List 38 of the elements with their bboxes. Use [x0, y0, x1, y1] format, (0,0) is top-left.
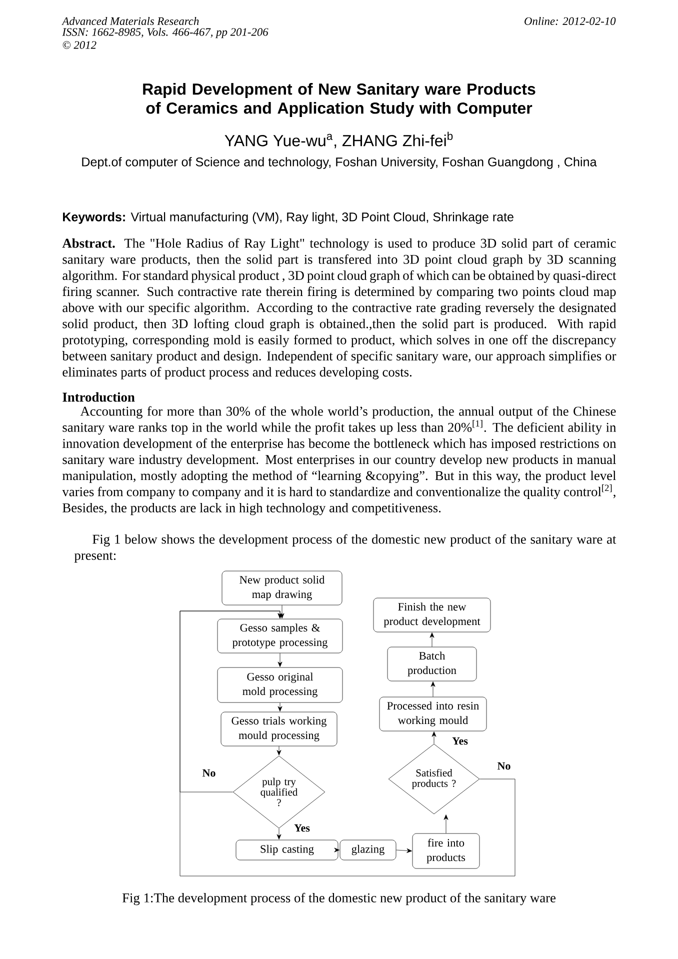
copyright-line: © 2012: [62, 41, 96, 49]
process-box: Finish the new product development: [373, 598, 491, 632]
arrow: [430, 632, 434, 647]
process-box: Batch production: [387, 646, 477, 682]
edge-label: Yes: [451, 736, 469, 746]
arrow: [444, 814, 448, 834]
arrow: [276, 828, 282, 840]
edge-label: No: [496, 761, 512, 771]
body-paragraph: Accounting for more than 30% of the whole world’s production, the annual output of the Chinese sanitary ware ranks top in the world while the profit takes up less than 20%$^{[1]}$. The deficient ability in innovation development of the enterprise has become the bottleneck which has imposed restrictions on sanitary ware industry development. Most enterprises in our country develop new products in manual manipulation, mostly adopting the method of “learning &copying”. But in this way, the product level varies from company to company and it is hard to standardize and conventionalize the quality control$^{[2]}$, Besides, the products are lack in high technology and competitiveness.: [62, 406, 616, 516]
arrow: [180, 610, 516, 876]
process-box: glazing: [340, 840, 396, 860]
process-box: Gesso samples & prototype processing: [217, 618, 343, 654]
keywords-line: Keywords: Virtual manufacturing (VM), Ray light, 3D Point Cloud, Shrinkage rate: [63, 212, 514, 224]
journal-header: ISSN: 1662-8985, Vols. 466-467, pp 201-206: [62, 28, 268, 38]
arrow: [278, 653, 282, 667]
process-box: Processed into resin working mould: [379, 696, 487, 732]
online-date: Online: 2012-02-10: [524, 16, 616, 26]
arrow: [334, 848, 340, 852]
arrow: [396, 848, 412, 853]
edge-label: No: [201, 768, 217, 778]
paper-title: Rapid Development of New Sanitary ware Products of Ceramics and Application Study with Computer: [143, 83, 536, 117]
body-paragraph: Fig 1 below shows the development process of the domestic new product of the sanitary ware at present:: [74, 534, 616, 563]
process-box: Gesso original mold processing: [217, 667, 343, 703]
process-box: fire into products: [412, 833, 480, 869]
process-box: New product solid map drawing: [222, 570, 342, 606]
arrow: [432, 732, 436, 744]
process-box: Gesso trials working mould processing: [220, 712, 338, 746]
process-box: Slip casting: [236, 840, 338, 860]
arrow: [276, 746, 282, 756]
figure-caption: Fig 1:The development process of the domestic new product of the sanitary ware: [122, 892, 556, 906]
arrow: [430, 682, 436, 697]
arrow: [278, 702, 282, 712]
arrow: [280, 605, 284, 618]
journal-header: Advanced Materials Research: [62, 17, 199, 25]
abstract-paragraph: Abstract. The "Hole Radius of Ray Light" technology is used to produce 3D solid part of ceramic sanitary ware products, then the solid part is transfered into 3D point cloud graph by 3D scanning algorithm. For standard physical product , 3D point cloud graph of which can be obtained by quasi-direct firing scanner. Such contractive rate therein firing is determined by comparing two points cloud map above with our specific algorithm. According to the contractive rate grading reversely the designated solid product, then 3D lofting cloud graph is obtained.,then the solid part is produced. With rapid prototyping, corresponding mold is easily formed to product, which solves in one off the discrepancy between sanitary product and design. Independent of specific sanitary ware, our approach simplifies or eliminates parts of product process and reduces developing costs.: [62, 238, 616, 380]
section-heading: Introduction: [62, 392, 135, 402]
affiliation-line: Dept.of computer of Science and technology, Foshan University, Foshan Guangdong , China: [82, 157, 597, 169]
author-names: YANG Yue-wu$^{a}$, ZHANG Zhi-fei$^{b}$: [224, 132, 453, 148]
